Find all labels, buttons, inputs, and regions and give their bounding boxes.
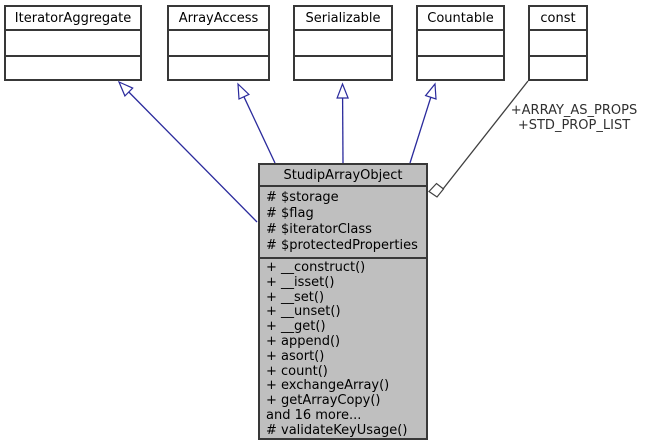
inheritance-arrowhead-icon — [117, 80, 134, 97]
inheritance-arrowhead-icon — [237, 82, 250, 100]
usage-edge-label-line1: +ARRAY_AS_PROPS — [510, 103, 638, 118]
inheritance-edge-arrayaccess — [243, 96, 276, 164]
const-box[interactable]: const — [528, 5, 588, 81]
attribute-row: # $protectedProperties — [266, 238, 418, 253]
interface-box-serializable[interactable]: Serializable — [293, 5, 393, 81]
methods-compartment: + __construct() + __isset() + __set() + … — [260, 259, 426, 438]
empty-methods-compartment — [6, 57, 140, 79]
empty-methods-compartment — [295, 57, 391, 79]
usage-edge-const — [442, 80, 529, 190]
method-row: + __construct() — [266, 260, 366, 275]
empty-attributes-compartment — [295, 31, 391, 57]
method-row: + __set() — [266, 289, 325, 305]
attribute-row: # $iteratorClass — [266, 222, 372, 237]
method-row: + append() — [266, 333, 341, 349]
interface-name: Serializable — [295, 7, 391, 31]
class-title: StudipArrayObject — [260, 165, 426, 187]
usage-edge-label: +ARRAY_AS_PROPS +STD_PROP_LIST — [500, 103, 645, 133]
class-box-studiparrayobject[interactable]: StudipArrayObject # $storage # $flag # $… — [258, 163, 428, 440]
attributes-compartment: # $storage # $flag # $iteratorClass # $p… — [260, 187, 426, 259]
interface-name: IteratorAggregate — [6, 7, 140, 31]
usage-edge-label-line2: +STD_PROP_LIST — [517, 118, 631, 133]
empty-attributes-compartment — [418, 31, 503, 57]
method-row: + __isset() — [266, 274, 335, 290]
method-row: and 16 more... — [266, 407, 362, 423]
empty-methods-compartment — [169, 57, 268, 79]
method-row: + count() — [266, 363, 328, 379]
method-row: + exchangeArray() — [266, 378, 390, 394]
interface-box-countable[interactable]: Countable — [416, 5, 505, 81]
empty-attributes-compartment — [6, 31, 140, 57]
empty-attributes-compartment — [169, 31, 268, 57]
interface-box-iteratoraggregate[interactable]: IteratorAggregate — [4, 5, 142, 81]
interface-name: ArrayAccess — [169, 7, 268, 31]
method-row: # validateKeyUsage() — [266, 422, 408, 438]
inheritance-arrowhead-icon — [336, 82, 349, 99]
attribute-row: # $storage — [266, 190, 339, 205]
method-row: + asort() — [266, 348, 325, 364]
method-row: + getArrayCopy() — [266, 393, 381, 409]
method-row: + __unset() — [266, 304, 341, 320]
empty-methods-compartment — [418, 57, 503, 79]
usage-diamond-icon — [428, 182, 445, 198]
inheritance-edge-iteratoraggregate — [128, 91, 258, 223]
const-box-title: const — [530, 7, 586, 31]
empty-methods-compartment — [530, 57, 586, 79]
inheritance-edge-countable — [409, 97, 432, 164]
inheritance-arrowhead-icon — [424, 82, 437, 100]
method-row: + __get() — [266, 319, 326, 335]
interface-name: Countable — [418, 7, 503, 31]
empty-attributes-compartment — [530, 31, 586, 57]
interface-box-arrayaccess[interactable]: ArrayAccess — [167, 5, 270, 81]
attribute-row: # $flag — [266, 206, 314, 221]
